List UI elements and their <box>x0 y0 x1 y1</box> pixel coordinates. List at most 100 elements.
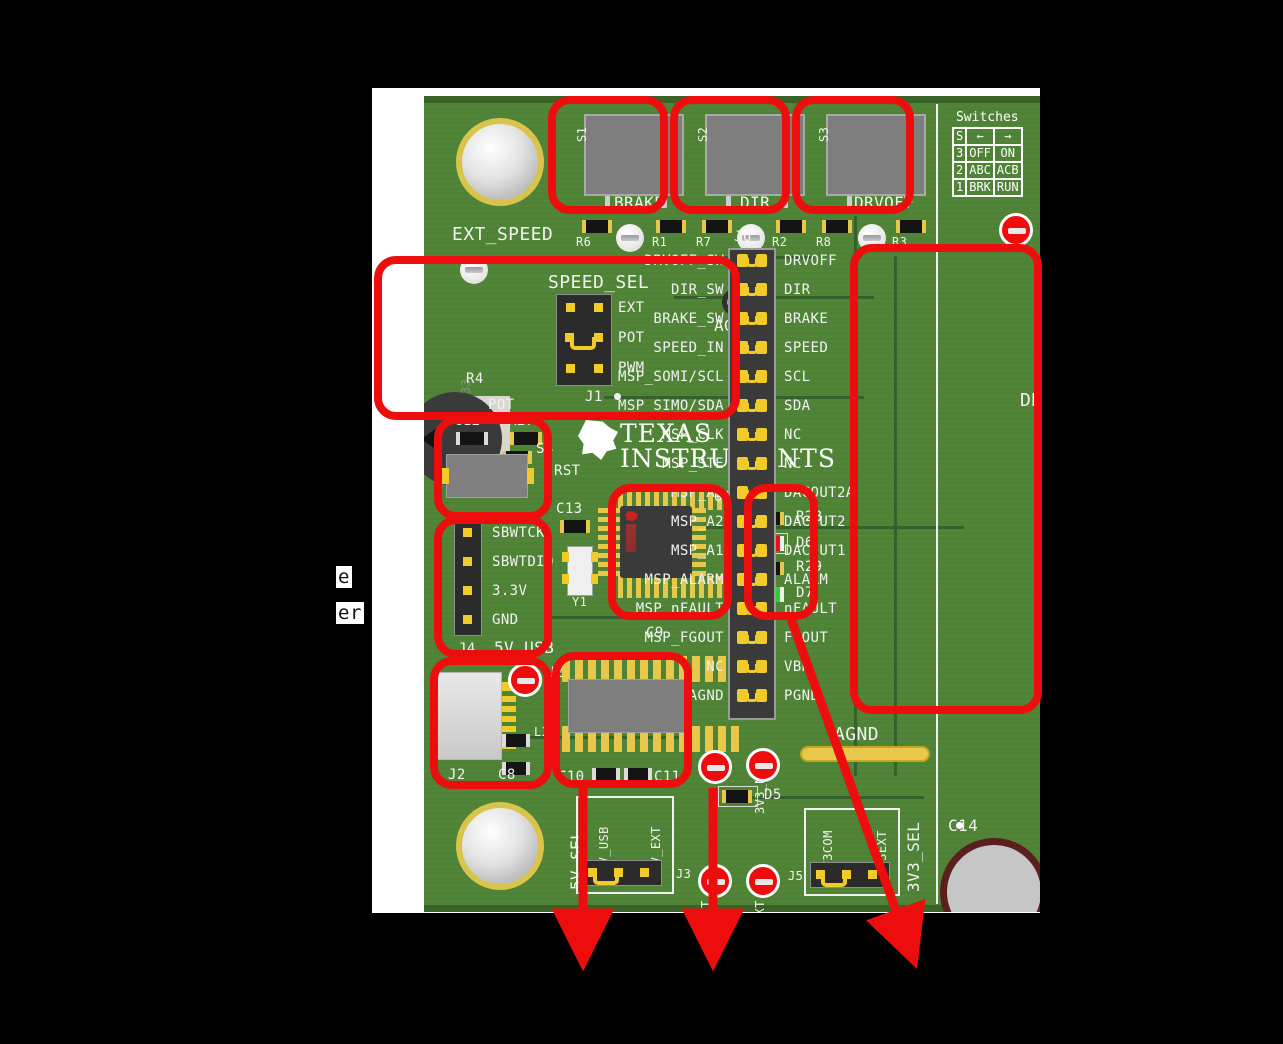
pushbutton-s3-ref: S3 <box>817 126 831 142</box>
pushbutton-s3-label: DRVOFF <box>854 193 915 212</box>
cap-ref-c9: C9 <box>646 625 664 641</box>
5v-sel-shunt[interactable] <box>593 872 619 885</box>
switch-table-r2c0: 1 <box>951 178 968 197</box>
j6-right-label-2: BRAKE <box>784 311 829 327</box>
annotated-testpoint-usb[interactable] <box>508 663 542 697</box>
reset-switch-s4[interactable] <box>446 454 528 498</box>
led-block-ref-d6: D6 <box>796 535 814 551</box>
annotated-testpoint-3v3ext[interactable] <box>746 864 780 898</box>
testpoint-brake[interactable] <box>616 224 644 252</box>
j6-left-label-2: BRAKE_SW <box>653 311 724 327</box>
usb-interface-ic-u2 <box>568 679 686 733</box>
switch-table-r2c2: RUN <box>992 178 1023 197</box>
j6-left-label-13: MSP_FGOUT <box>644 630 724 646</box>
j6-left-label-14: NC <box>706 659 724 675</box>
tp-label-5v-ext: 5V_EXT <box>699 900 713 912</box>
j6-right-label-8: DACOUT2A <box>784 485 855 501</box>
switch-table-r1c2: ACB <box>992 161 1023 180</box>
j6-right-label-3: SPEED <box>784 340 829 356</box>
pushbutton-s2-label: DIR <box>740 193 771 212</box>
tp-label-3v3-ext: 3V3EXT <box>753 900 767 912</box>
jtag-pin-3v3: 3.3V <box>492 583 528 599</box>
left-note-line2: er <box>336 602 364 624</box>
jtag-header-j4[interactable] <box>454 520 482 636</box>
jtag-pin-gnd: GND <box>492 612 519 628</box>
ti-wordmark: TEXAS INSTRUMENTS <box>620 419 836 471</box>
agnd-bar-label: AGND <box>834 724 879 745</box>
ti-line-1: TEXAS <box>620 419 713 448</box>
j6-left-label-11: MSP_ALARM <box>644 572 724 588</box>
j6-left-label-15: AGND <box>688 688 724 704</box>
pot-label: POT <box>488 397 515 413</box>
5v-sel-ref-j3: J3 <box>676 867 692 881</box>
ext-speed-label: EXT_SPEED <box>452 224 554 245</box>
switch-table-r0c1: OFF <box>965 144 995 163</box>
j6-right-label-9: DACOUT2 <box>784 514 846 530</box>
pushbutton-s1[interactable] <box>584 114 684 196</box>
switch-table-r0c2: ON <box>992 144 1023 163</box>
capacitor-c14 <box>940 838 1040 912</box>
switch-table-r1c0: 2 <box>951 161 968 180</box>
crystal-ref-y1: Y1 <box>572 595 588 609</box>
jtag-pin-sbwtdio: SBWTDIO <box>492 554 554 570</box>
cap-ref-c8: C8 <box>498 767 516 783</box>
pot-ref-r4: R4 <box>466 371 484 387</box>
diode-ref-d5: D5 <box>764 787 782 803</box>
reset-label: RST <box>554 463 581 479</box>
testpoint-dir[interactable] <box>737 224 765 252</box>
j6-right-label-13: FGOUT <box>784 630 829 646</box>
pushbutton-s2[interactable] <box>705 114 805 196</box>
speed-sel-option-ext: EXT <box>618 300 645 316</box>
pushbutton-s1-ref: S1 <box>575 126 589 142</box>
resistor-ref-r8: R8 <box>816 235 832 249</box>
j6-left-label-8: MSP_A3 <box>671 485 724 501</box>
switch-table-r2c1: BRK <box>965 178 995 197</box>
annotated-testpoint-3v3mcu[interactable] <box>746 748 780 782</box>
j6-right-label-14: VBK <box>784 659 811 675</box>
switch-table-head-0: S <box>951 127 968 146</box>
usb-connector-j2[interactable] <box>434 672 502 760</box>
j6-left-label-7: MSP_STE <box>662 456 724 472</box>
switch-settings-table: Switches S ← → 3 OFF ON 2 ABC ACB <box>951 110 1023 197</box>
annotated-testpoint-5vext-top[interactable] <box>698 750 732 784</box>
resistor-ref-r7: R7 <box>696 235 712 249</box>
j6-left-label-10: MSP_A1 <box>671 543 724 559</box>
left-note-line1: e <box>336 566 352 588</box>
switch-table-r0c0: 3 <box>951 144 968 163</box>
j6-right-label-1: DIR <box>784 282 811 298</box>
j6-left-label-9: MSP_A2 <box>671 514 724 530</box>
pushbutton-s1-label: BRAKE <box>614 193 665 212</box>
j6-left-label-1: DIR_SW <box>671 282 724 298</box>
connector-j6-ref: J6 <box>734 229 752 245</box>
resistor-ref-r6: R6 <box>576 235 592 249</box>
silk-divider <box>936 104 938 904</box>
pcb-board: S1 BRAKE S2 DIR S3 DRVOFF Switches S ← →… <box>424 96 1040 912</box>
pushbutton-s3[interactable] <box>826 114 926 196</box>
resistor-ref-r3: R3 <box>892 235 908 249</box>
j6-right-label-7: NC <box>784 456 802 472</box>
annotated-testpoint-5vext-bottom[interactable] <box>698 864 732 898</box>
speed-sel-ref-j1: J1 <box>585 389 603 405</box>
j6-right-label-12: nFAULT <box>784 601 837 617</box>
j6-left-label-6: MSP_CLK <box>662 427 724 443</box>
drv-partial-label: DR <box>1020 390 1040 411</box>
j6-left-label-4: MSP_SOMI/SCL <box>618 369 724 385</box>
resistor-ref-r2: R2 <box>772 235 788 249</box>
annotated-testpoint-top-right[interactable] <box>999 213 1033 247</box>
j6-right-label-11: ALARM <box>784 572 829 588</box>
speed-sel-option-pwm: PWM <box>618 360 645 376</box>
cap-ref-c12: C12 <box>454 413 481 429</box>
3v3-sel-shunt[interactable] <box>821 874 847 887</box>
j6-left-label-0: DRVOFF_SW <box>644 253 724 269</box>
speed-sel-title: SPEED_SEL <box>548 272 650 293</box>
j6-left-label-3: SPEED_IN <box>653 340 724 356</box>
pushbutton-s2-ref: S2 <box>696 126 710 142</box>
usb-interface-ic-ref-u2: U2 <box>546 665 564 681</box>
usb-5v-label: 5V_USB <box>494 638 555 657</box>
testpoint-drvoff[interactable] <box>858 224 886 252</box>
j6-right-label-10: DACOUT1 <box>784 543 846 559</box>
5v-sel-outline <box>576 796 674 894</box>
j6-right-label-4: SCL <box>784 369 811 385</box>
testpoint-ext-speed[interactable] <box>460 256 488 284</box>
